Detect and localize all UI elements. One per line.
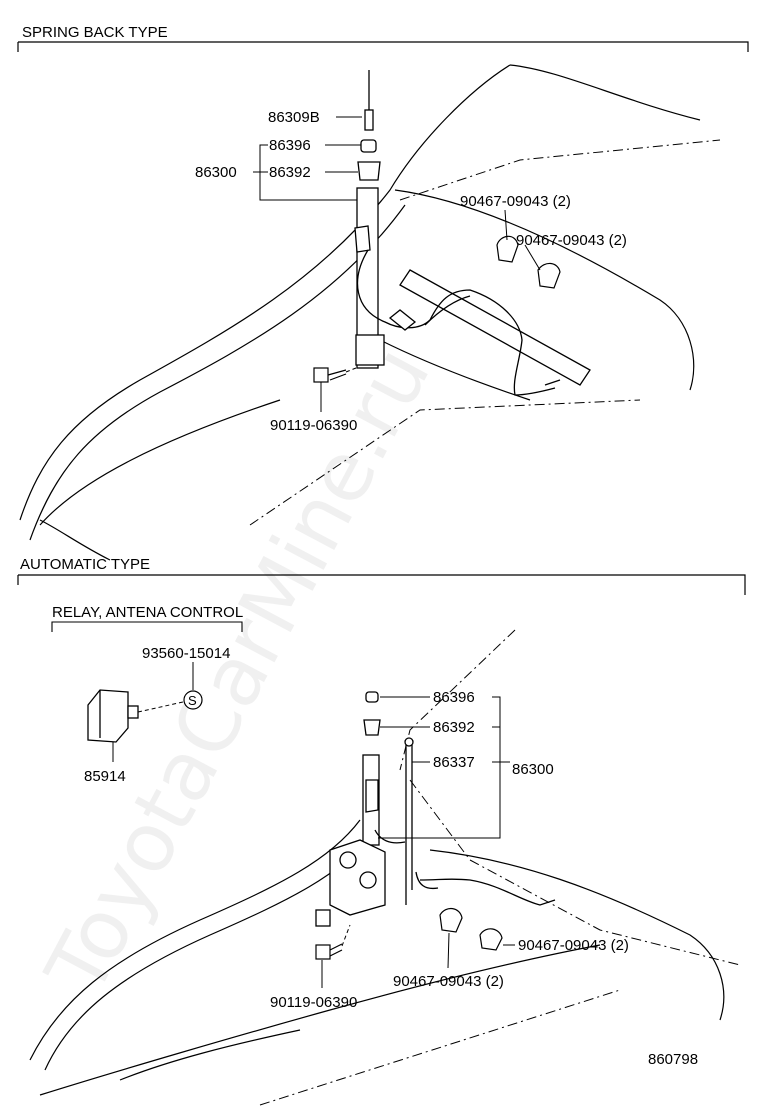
screw-s-mark-circle: [183, 690, 203, 710]
centerline-top-upper: [399, 139, 721, 201]
label-86337: 86337: [433, 754, 475, 771]
label-90467-c: 90467-09043 (2): [518, 937, 629, 954]
clip-90467-a-shape: [496, 235, 519, 263]
clip-90467-d-shape: [479, 928, 503, 951]
label-86392-top: 86392: [269, 164, 311, 181]
label-93560: 93560-15014: [142, 645, 230, 662]
label-86300-top: 86300: [195, 164, 237, 181]
label-86396-bottom: 86396: [433, 689, 475, 706]
clip-90467-b-shape: [537, 262, 561, 289]
label-90119-bottom: 90119-06390: [270, 994, 357, 1011]
centerline-bottom-lower: [259, 989, 621, 1106]
label-90467-b: 90467-09043 (2): [516, 232, 627, 249]
section-automatic: AUTOMATIC TYPE RELAY, ANTENA CONTROL S 9…: [17, 556, 746, 1106]
centerline-top: [249, 399, 641, 526]
antenna-mast-assy: [354, 70, 431, 369]
figure-code: 860798: [648, 1051, 698, 1068]
section-title-spring-back: SPRING BACK TYPE: [22, 24, 168, 41]
section-rule-automatic: [17, 574, 746, 595]
label-90467-d: 90467-09043 (2): [393, 973, 504, 990]
relay-85914-shape: [87, 689, 139, 743]
feeder-cable-top: [399, 269, 591, 396]
bolt-guide-b: [341, 924, 351, 947]
label-86392-bottom: 86392: [433, 719, 475, 736]
subsection-bracket: [51, 621, 243, 632]
feeder-cable-bottom: [374, 829, 556, 906]
section-spring-back: SPRING BACK TYPE: [17, 24, 749, 561]
watermark-text: ToyotaCarMine.ru: [28, 332, 449, 1010]
section-rule-spring-back: [17, 41, 749, 52]
bolt-guide-a: [345, 367, 357, 373]
screw-s-mark-text: S: [188, 693, 197, 708]
adapter-86392-shape: [357, 161, 381, 181]
centerline-bottom: [409, 779, 741, 966]
label-90467-a: 90467-09043 (2): [460, 193, 571, 210]
motor-antenna-assy: [315, 691, 414, 927]
label-85914: 85914: [84, 768, 126, 785]
centerline-bottom-upper: [399, 629, 516, 771]
section-title-automatic: AUTOMATIC TYPE: [20, 556, 150, 573]
car-body-outline-top: [19, 64, 701, 561]
label-86396-top: 86396: [269, 137, 311, 154]
label-86309B: 86309B: [268, 109, 320, 126]
clip-90467-c-shape: [439, 908, 463, 933]
label-86300-bottom: 86300: [512, 761, 554, 778]
subsection-title-relay: RELAY, ANTENA CONTROL: [52, 604, 243, 621]
bolt-90119-b-shape: [315, 943, 343, 960]
mast-base-shape: [355, 334, 385, 366]
relay-screw-guide: [137, 701, 184, 713]
label-90119-top: 90119-06390: [270, 417, 357, 434]
leaders-bottom: [321, 696, 515, 988]
nut-86396-shape: [360, 139, 377, 153]
leaders-top: [253, 116, 541, 412]
